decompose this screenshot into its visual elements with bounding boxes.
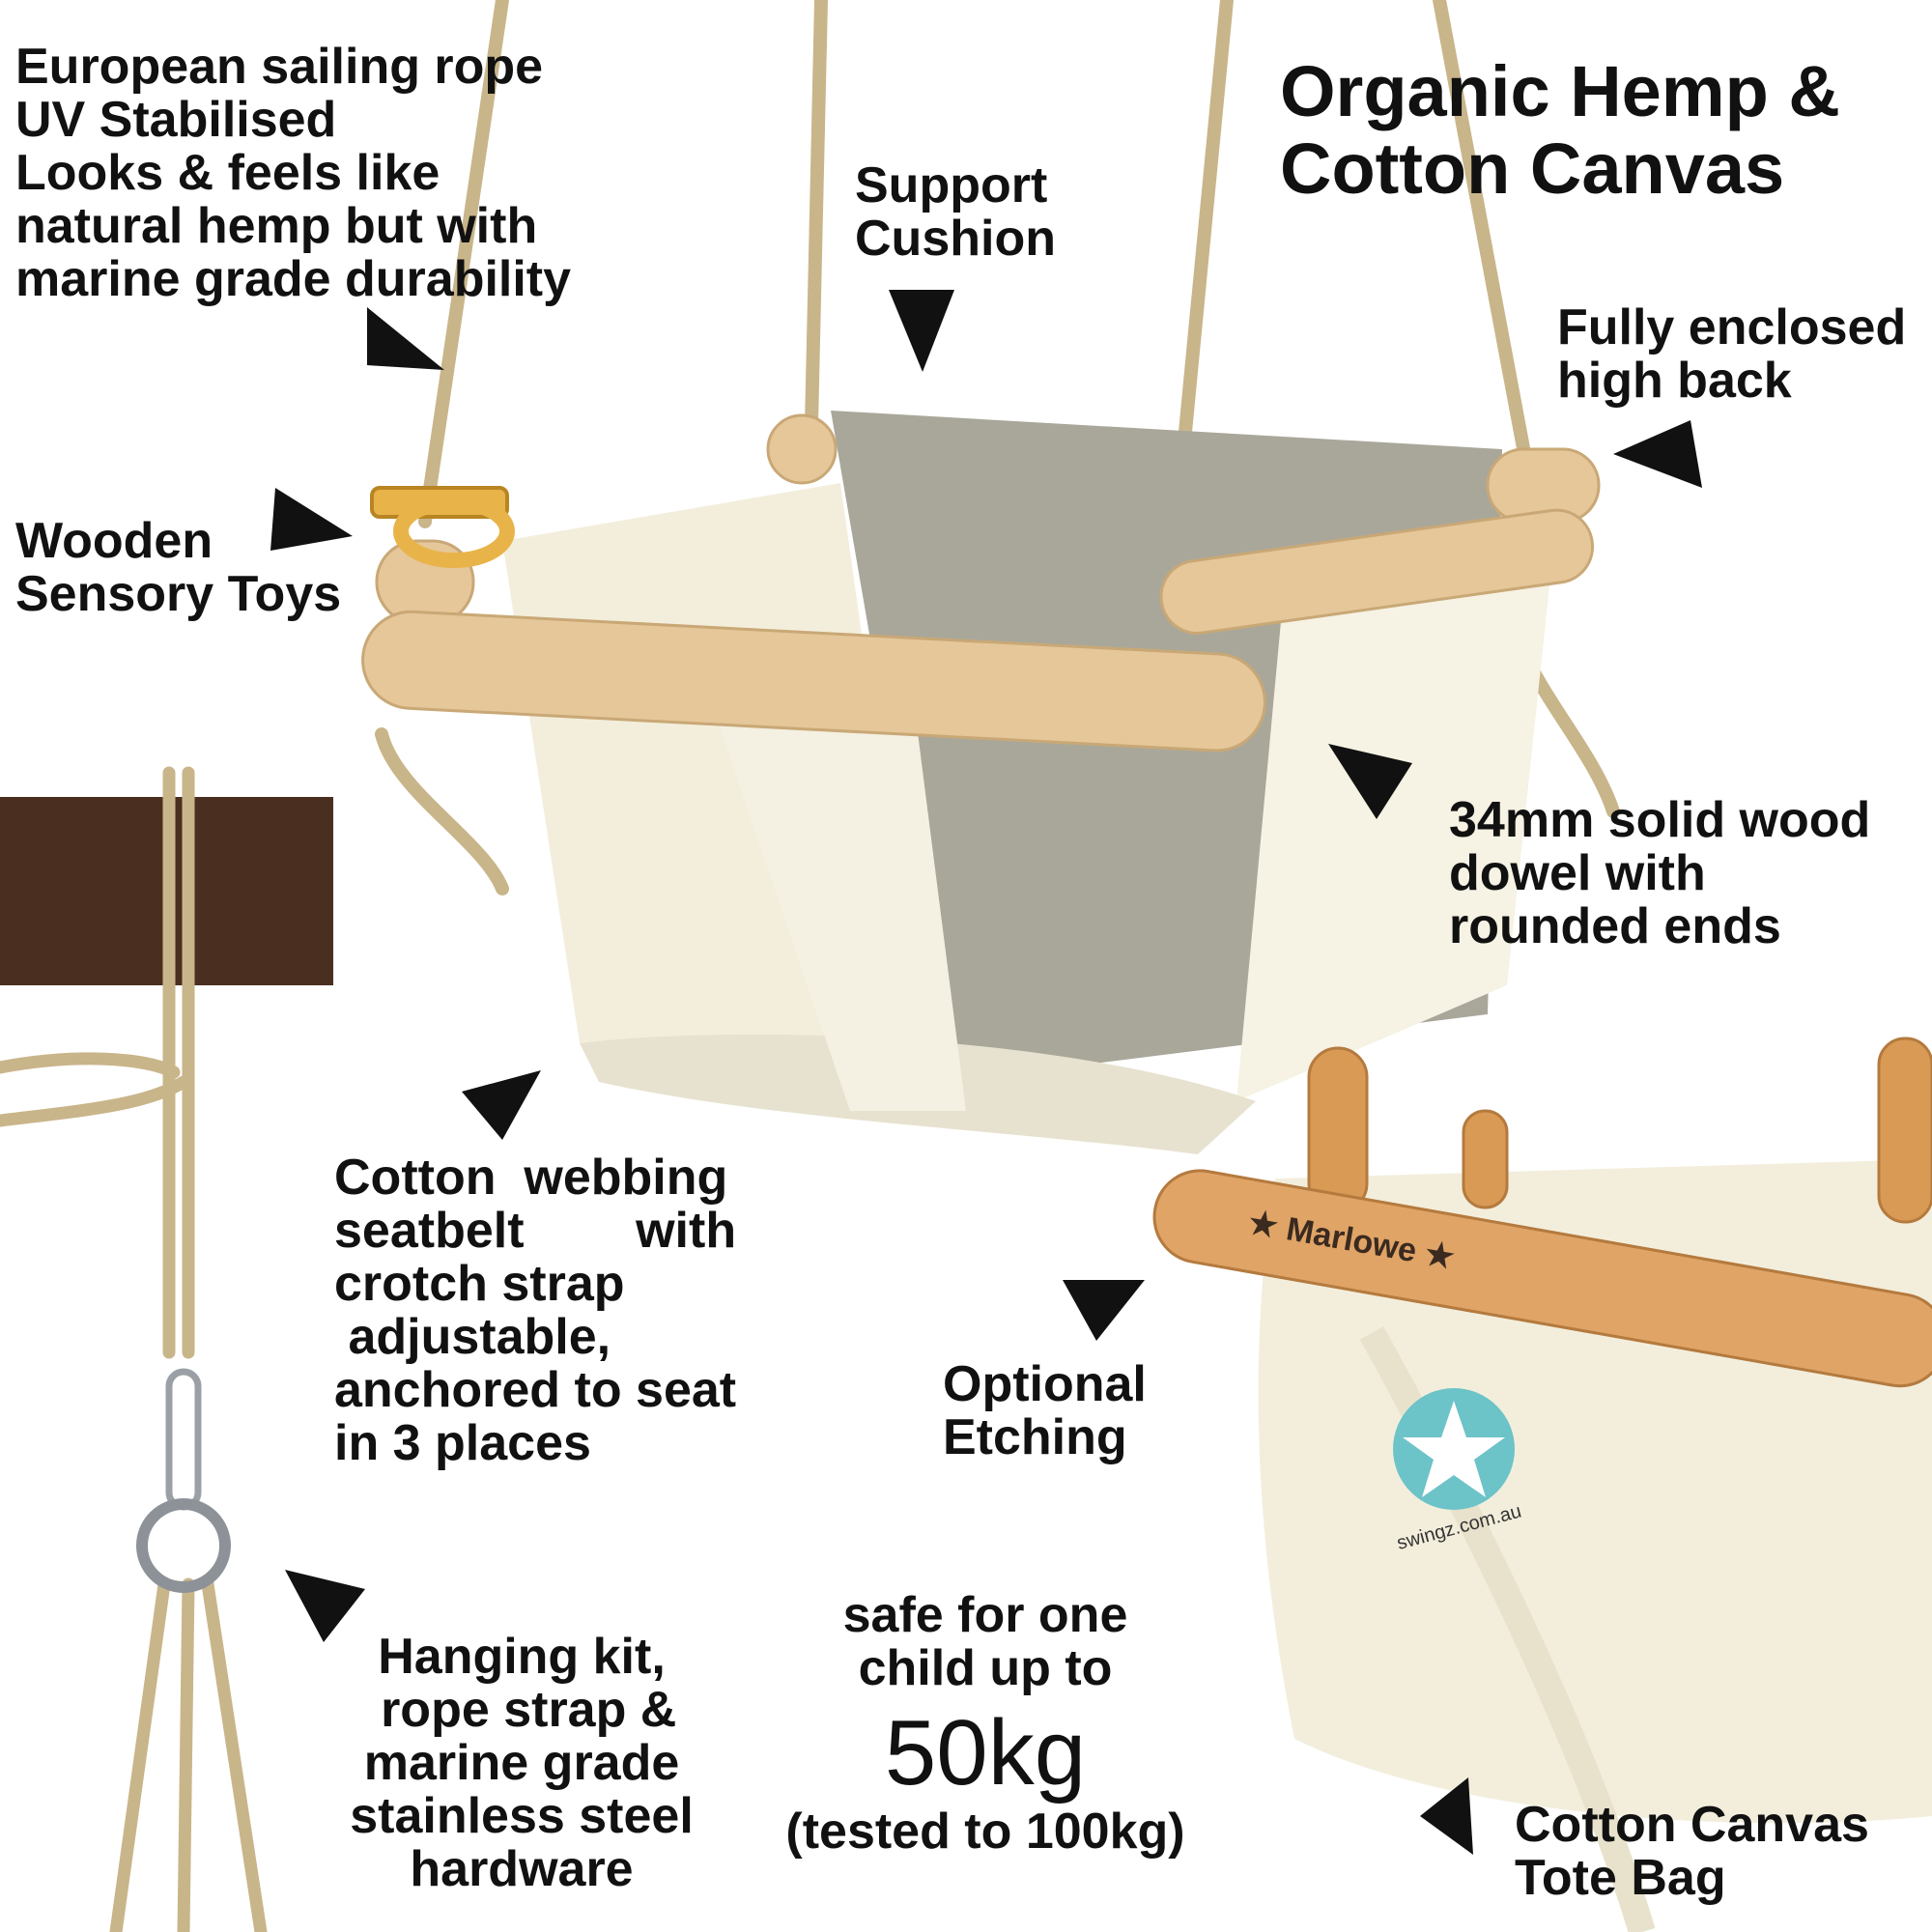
label-line: Tote Bag xyxy=(1515,1850,1726,1906)
label-hanging-kit: Hanging kit, rope strap & marine grade s… xyxy=(328,1631,715,1896)
label-line: Sensory Toys xyxy=(15,566,342,622)
label-seatbelt: Cotton webbing seatbelt with crotch stra… xyxy=(334,1151,759,1470)
label-line: UV Stabilised xyxy=(15,92,337,148)
canvas-right-side xyxy=(1236,531,1555,1101)
label-line: anchored to seat xyxy=(334,1362,737,1418)
label-line: Optional xyxy=(943,1356,1147,1412)
label-line: 34mm solid wood xyxy=(1449,792,1871,848)
steel-ring-icon xyxy=(136,1498,231,1593)
label-line: stainless steel xyxy=(350,1788,694,1844)
label-rope: European sailing rope UV Stabilised Look… xyxy=(15,41,571,306)
label-line: adjustable, xyxy=(334,1309,611,1365)
label-sensory-toys: Wooden Sensory Toys xyxy=(15,515,341,621)
label-line: Support xyxy=(855,157,1048,213)
label-line: (tested to 100kg) xyxy=(785,1804,1185,1860)
weight-value: 50kg xyxy=(884,1701,1087,1804)
label-line: high back xyxy=(1557,353,1792,409)
label-line: crotch strap xyxy=(334,1256,625,1312)
label-line: Looks & feels like xyxy=(15,145,440,201)
label-line: Etching xyxy=(943,1409,1127,1465)
label-line: dowel with xyxy=(1449,845,1706,901)
label-line: Cotton Canvas xyxy=(1515,1797,1869,1853)
label-weight-limit: safe for one child up to 50kg (tested to… xyxy=(753,1589,1217,1859)
label-etching: Optional Etching xyxy=(943,1358,1147,1464)
wooden-dowels xyxy=(361,413,1601,753)
label-line: marine grade xyxy=(363,1735,680,1791)
label-tote-bag: Cotton Canvas Tote Bag xyxy=(1515,1799,1869,1905)
carabiner-icon xyxy=(165,1368,202,1511)
label-high-back: Fully enclosed high back xyxy=(1557,301,1906,408)
etched-dowel xyxy=(1152,1169,1932,1388)
crotch-strap xyxy=(696,657,966,1111)
label-line: Wooden xyxy=(15,513,213,569)
label-line: rope strap & xyxy=(366,1682,677,1738)
title-line: Organic Hemp & xyxy=(1280,51,1840,131)
label-line: Hanging kit, xyxy=(378,1629,666,1685)
label-dowel: 34mm solid wood dowel with rounded ends xyxy=(1449,794,1870,953)
label-line: Fully enclosed xyxy=(1557,299,1907,355)
label-line: child up to xyxy=(858,1640,1113,1696)
wooden-toys-icon xyxy=(370,486,515,568)
pointer-arrows xyxy=(270,290,1702,1855)
label-line: Cotton webbing xyxy=(334,1150,728,1206)
label-line: in 3 places xyxy=(334,1415,591,1471)
label-line: natural hemp but with xyxy=(15,198,538,254)
page-title: Organic Hemp & Cotton Canvas xyxy=(1280,53,1840,208)
title-line: Cotton Canvas xyxy=(1280,128,1785,209)
label-line: marine grade durability xyxy=(15,251,572,307)
label-support-cushion: Support Cushion xyxy=(855,159,1056,266)
label-line: safe for one xyxy=(842,1587,1128,1643)
hanging-kit-rope xyxy=(0,766,268,1932)
label-line: Cushion xyxy=(855,211,1056,267)
label-line: seatbelt with xyxy=(334,1203,737,1259)
label-line: hardware xyxy=(410,1841,634,1897)
label-line: European sailing rope xyxy=(15,39,544,95)
label-line: rounded ends xyxy=(1449,898,1781,954)
